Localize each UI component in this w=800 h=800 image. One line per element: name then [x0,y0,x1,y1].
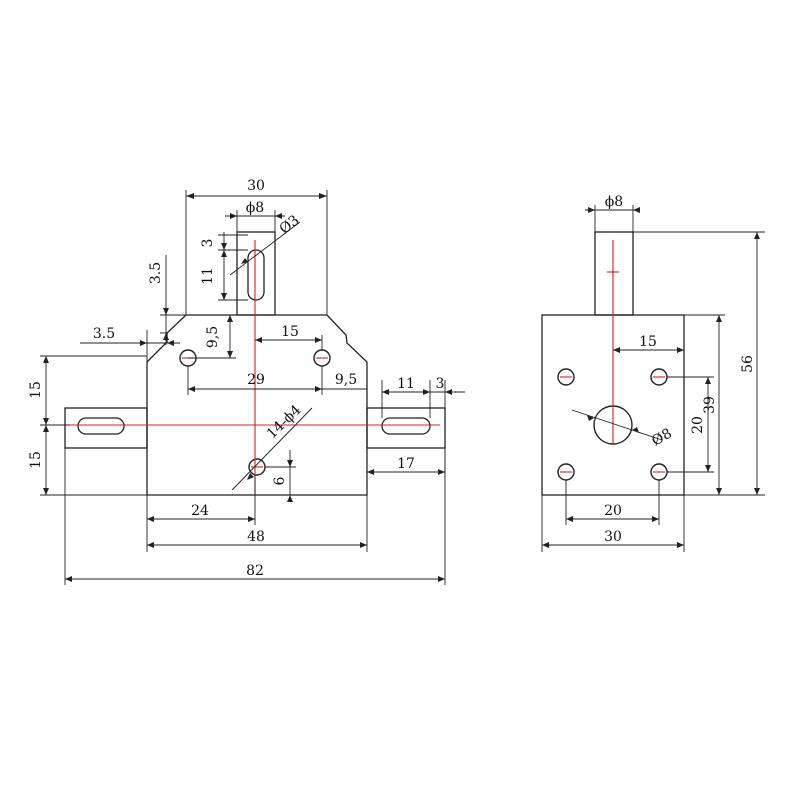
front-view [64,231,446,496]
dim-hole-horizontal: 15 [281,324,299,340]
side-dim-center-bore: Ø8 [649,426,675,450]
side-dim-hole-vertical: 20 [690,416,706,434]
dim-body-width: 48 [247,529,265,545]
side-view [541,231,685,496]
dim-hole-span: 29 [247,372,265,388]
side-dim-body-width: 30 [604,529,622,545]
side-dimensions [541,205,765,552]
front-top-keyway [247,249,265,301]
side-dim-body-vertical: 39 [702,396,718,414]
dim-step-vertical: 3.5 [148,262,164,284]
dim-left-upper: 15 [28,381,44,399]
front-top-shaft [236,231,276,316]
dim-left-lower: 15 [28,451,44,469]
dim-overall-width: 82 [246,563,264,579]
dim-half-body: 24 [191,503,209,519]
side-dim-overall-vertical: 56 [740,355,756,373]
dim-right-small: 3 [436,376,445,392]
dim-hole-edge: 9,5 [335,372,357,388]
dim-hole-vertical: 9,5 [205,326,221,348]
side-dim-shaft-dia: ϕ8 [605,194,623,210]
front-right-keyway [381,417,431,435]
dim-right-key: 11 [397,376,415,392]
dim-bottom-hole-vertical: 6 [272,476,288,485]
dim-right-shaft: 17 [397,456,415,472]
dim-key-length: 11 [200,267,216,285]
dim-top-width: 30 [247,178,265,194]
dim-top-shaft-dia: ϕ8 [246,200,264,216]
side-dimension-labels: ϕ8 15 20 39 56 Ø8 20 30 [604,194,756,545]
dim-key-top: 3 [200,239,216,248]
side-top-shaft [594,231,634,316]
front-left-shaft [64,407,148,449]
front-left-keyway [77,417,125,435]
side-dim-hole-horizontal: 15 [639,334,657,350]
dim-step-horizontal: 3.5 [93,326,115,342]
front-dimensions [40,190,465,585]
front-right-shaft [366,407,446,449]
side-dim-hole-span: 20 [604,503,622,519]
